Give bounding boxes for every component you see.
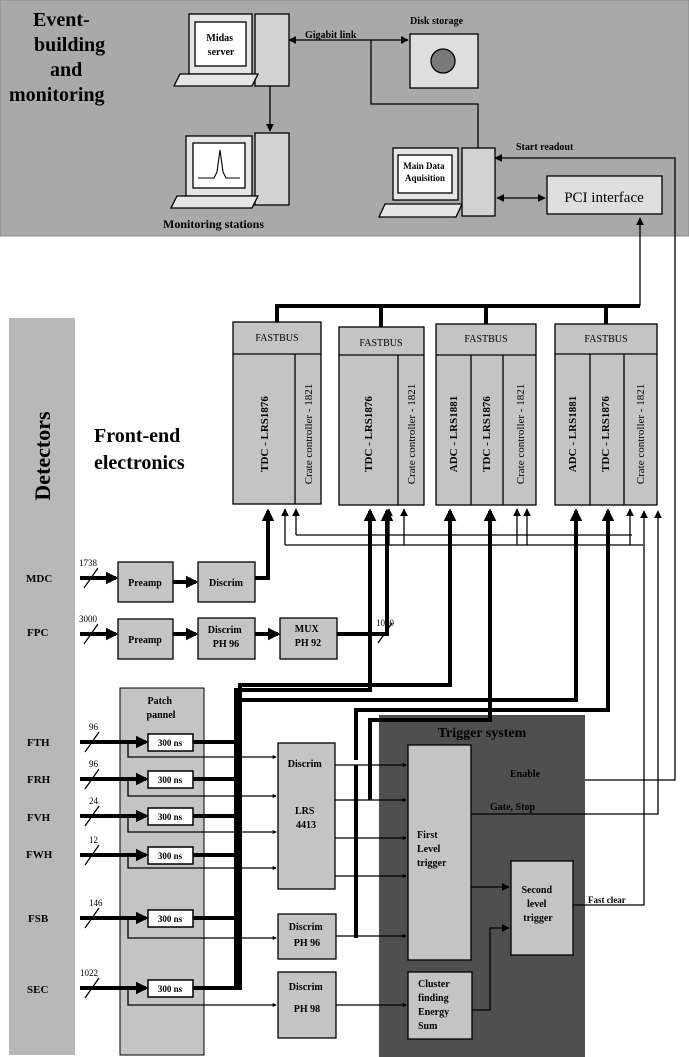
module-label: TDC - LRS1876 (600, 396, 612, 472)
monitoring-station-computer (169, 132, 290, 209)
fastbus-crates: FASTBUS TDC - LRS1876 Crate controller -… (232, 217, 658, 506)
preamp-label: Preamp (128, 578, 162, 589)
delay-label: 300 ns (158, 851, 183, 861)
front-end-chain: 1738 Preamp Discrim 3000 Preamp Discrim … (79, 508, 615, 1056)
patch-label: Patch pannel (147, 696, 176, 721)
channel-count: 1000 (376, 618, 395, 628)
discrim-label: Discrim (209, 578, 244, 589)
module-label: Crate controller - 1821 (515, 384, 527, 485)
module-label: Crate controller - 1821 (303, 384, 315, 485)
gigabit-label: Gigabit link (305, 30, 357, 41)
channel-count: 12 (89, 835, 98, 845)
event-building-panel: Event- building and monitoring Midas ser… (0, 0, 689, 784)
mux-label: MUX PH 92 (295, 624, 321, 649)
pci-interface-box (546, 175, 663, 215)
detector-label: FSB (28, 913, 49, 925)
disk-label: Disk storage (410, 16, 464, 27)
channel-count: 3000 (79, 614, 98, 624)
fastbus-label: FASTBUS (255, 333, 298, 344)
mux-box (279, 617, 338, 660)
detector-label: MDC (26, 573, 52, 585)
first-level-label: First Level trigger (417, 830, 447, 869)
fast-clear-label: Fast clear (588, 895, 626, 905)
gate-stop-label: Gate, Stop (490, 802, 535, 813)
lrs-label: Discrim LRS 4413 (288, 759, 324, 831)
midas-label: Midas server (206, 33, 235, 58)
module-label: ADC - LRS1881 (567, 396, 579, 472)
delay-label: 300 ns (158, 738, 183, 748)
module-label: TDC - LRS1876 (363, 396, 375, 472)
midas-server-computer: Midas server (172, 13, 290, 87)
module-label: Crate controller - 1821 (406, 384, 418, 485)
fastbus-label: FASTBUS (359, 338, 402, 349)
pci-label: PCI interface (564, 190, 644, 206)
fastbus-label: FASTBUS (584, 334, 627, 345)
discrim-ph96-label: Discrim PH 96 (208, 625, 244, 650)
channel-count: 24 (89, 796, 99, 806)
channel-count: 96 (89, 722, 99, 732)
channel-count: 1022 (80, 968, 98, 978)
main-daq-label: Main Data Aquisition (403, 161, 447, 183)
detector-label: SEC (27, 984, 48, 996)
detectors-title: Detectors (30, 411, 55, 501)
first-level-trigger-box (407, 744, 472, 961)
channel-count: 1738 (79, 558, 98, 568)
delay-label: 300 ns (158, 984, 183, 994)
fastbus-crate: FASTBUS TDC - LRS1876 Crate controller -… (232, 321, 322, 505)
discrim-sec-label: Discrim PH 98 (289, 982, 325, 1015)
discrim-box (197, 561, 256, 603)
disk-storage: Disk storage (409, 16, 479, 89)
start-readout-label: Start readout (516, 142, 574, 153)
cluster-finding-box (407, 971, 473, 1040)
disk-icon (430, 48, 456, 74)
main-daq-computer: Main Data Aquisition (377, 147, 496, 218)
second-level-trigger-box (510, 860, 574, 956)
module-label: TDC - LRS1876 (259, 396, 271, 472)
module-label: TDC - LRS1876 (481, 396, 493, 472)
delay-label: 300 ns (158, 775, 183, 785)
delay-label: 300 ns (158, 914, 183, 924)
enable-label: Enable (510, 769, 541, 780)
discrim-fsb-box (277, 913, 337, 960)
discrim-box (197, 617, 256, 660)
cluster-label: Cluster finding Energy Sum (418, 979, 452, 1032)
channel-count: 96 (89, 759, 99, 769)
fastbus-crate: FASTBUS TDC - LRS1876 Crate controller -… (338, 326, 425, 506)
second-level-label: Second level trigger (521, 885, 554, 924)
frontend-title: Front-end electronics (94, 425, 185, 474)
monitoring-label: Monitoring stations (163, 217, 264, 231)
channel-count: 146 (89, 898, 103, 908)
lrs-discrim-box (277, 742, 336, 890)
delay-label: 300 ns (158, 812, 183, 822)
preamp-box (117, 618, 174, 660)
trigger-system-panel: Trigger system First Level trigger Secon… (379, 715, 585, 1057)
fastbus-crate: FASTBUS ADC - LRS1881 TDC - LRS1876 Crat… (554, 323, 658, 506)
preamp-label: Preamp (128, 635, 162, 646)
detector-label: FVH (27, 812, 51, 824)
fastbus-crate: FASTBUS ADC - LRS1881 TDC - LRS1876 Crat… (435, 323, 537, 506)
detector-label: FRH (27, 774, 51, 786)
detector-label: FPC (27, 627, 48, 639)
detector-label: FWH (26, 849, 53, 861)
discrim-fsb-label: Discrim PH 96 (289, 922, 325, 949)
discrim-sec-box (277, 971, 337, 1039)
panel-title: Event- building and monitoring (9, 9, 110, 106)
waveform-icon (198, 149, 240, 179)
module-label: ADC - LRS1881 (448, 396, 460, 472)
detector-label: FTH (27, 737, 50, 749)
module-label: Crate controller - 1821 (635, 384, 647, 485)
detectors-bar: Detectors MDC FPC FTH FRH FVH FWH FSB SE… (9, 318, 75, 1055)
delay-lines: 300 ns 300 ns 300 ns 300 ns 300 ns 300 n… (147, 733, 194, 998)
fastbus-label: FASTBUS (464, 334, 507, 345)
trigger-title: Trigger system (438, 726, 527, 741)
